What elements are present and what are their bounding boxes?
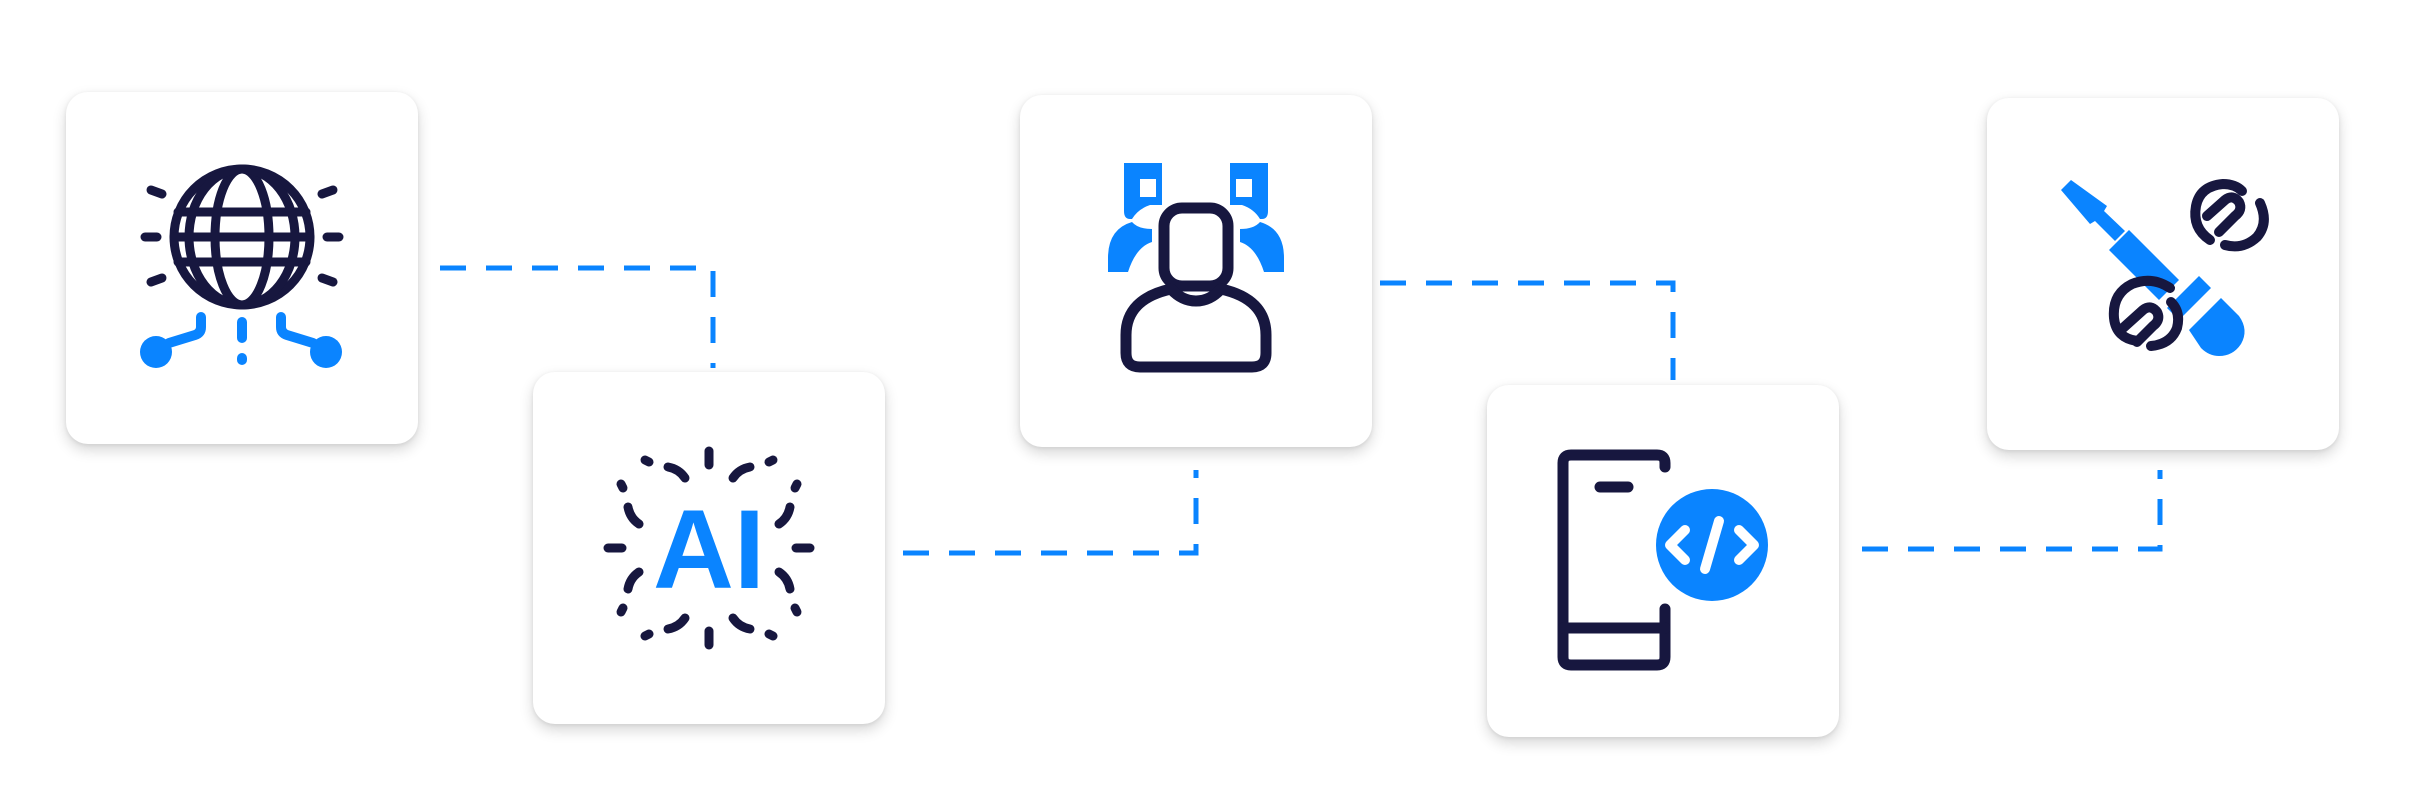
screwdriver-wrench-icon [2061,179,2269,356]
connector-mobile-tools [1862,470,2163,552]
node-card-people [1020,95,1372,447]
globe-network-icon [140,164,344,368]
mobile-code-icon: </> [1557,449,1768,671]
connector-ai-people [903,470,1199,556]
ai-chip-icon: AI [603,446,815,650]
node-card-tools [1987,98,2339,450]
user-group-icon [1108,163,1284,373]
ai-label: AI [653,487,765,612]
connector-globe-ai [440,265,716,368]
node-card-mobile: </> [1487,385,1839,737]
connector-people-mobile [1380,280,1676,380]
node-card-globe [66,92,418,444]
node-card-ai: AI [533,372,885,724]
